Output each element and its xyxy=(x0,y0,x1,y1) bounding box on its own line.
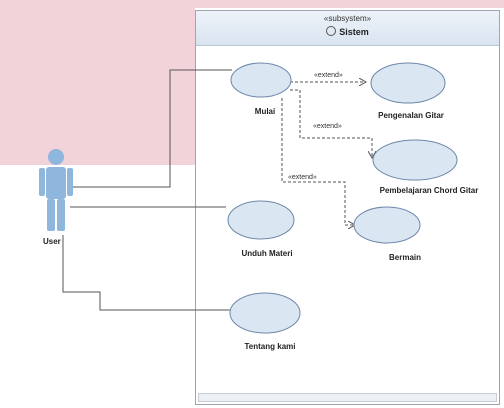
usecase-mulai[interactable] xyxy=(230,62,292,98)
usecase-tentang-kami[interactable] xyxy=(229,292,301,334)
association-mulai[interactable] xyxy=(70,69,232,188)
extend-line-pembelajaran[interactable] xyxy=(290,89,372,158)
subsystem-stereotype: «subsystem» xyxy=(323,14,372,23)
usecase-label-pengenalan: Pengenalan Gitar xyxy=(378,111,444,120)
horizontal-scrollbar[interactable] xyxy=(198,393,497,402)
actor-label: User xyxy=(43,237,61,246)
actor-user-icon[interactable] xyxy=(39,149,73,231)
usecase-bermain[interactable] xyxy=(353,206,421,244)
extend-label-3: «extend» xyxy=(288,174,317,181)
subsystem-icon xyxy=(326,26,337,36)
subsystem-title: Sistem xyxy=(339,27,369,37)
subsystem-title-row: Sistem xyxy=(196,26,499,37)
usecase-label-unduh: Unduh Materi xyxy=(241,249,293,258)
usecase-pembelajaran-chord-gitar[interactable] xyxy=(372,139,458,181)
usecase-label-bermain: Bermain xyxy=(388,253,422,262)
extend-label-1: «extend» xyxy=(314,72,343,79)
usecase-label-tentang: Tentang kami xyxy=(244,342,296,351)
usecase-unduh-materi[interactable] xyxy=(227,200,295,240)
extend-line-bermain[interactable] xyxy=(281,98,355,225)
extend-label-2: «extend» xyxy=(313,123,342,130)
background-band-top xyxy=(195,0,504,8)
usecase-label-mulai: Mulai xyxy=(254,107,276,116)
association-tentang[interactable] xyxy=(62,235,230,311)
usecase-label-pembelajaran: Pembelajaran Chord Gitar xyxy=(379,186,479,195)
background-band xyxy=(0,0,195,165)
subsystem-header: «subsystem» Sistem xyxy=(196,11,499,46)
usecase-pengenalan-gitar[interactable] xyxy=(370,62,446,104)
